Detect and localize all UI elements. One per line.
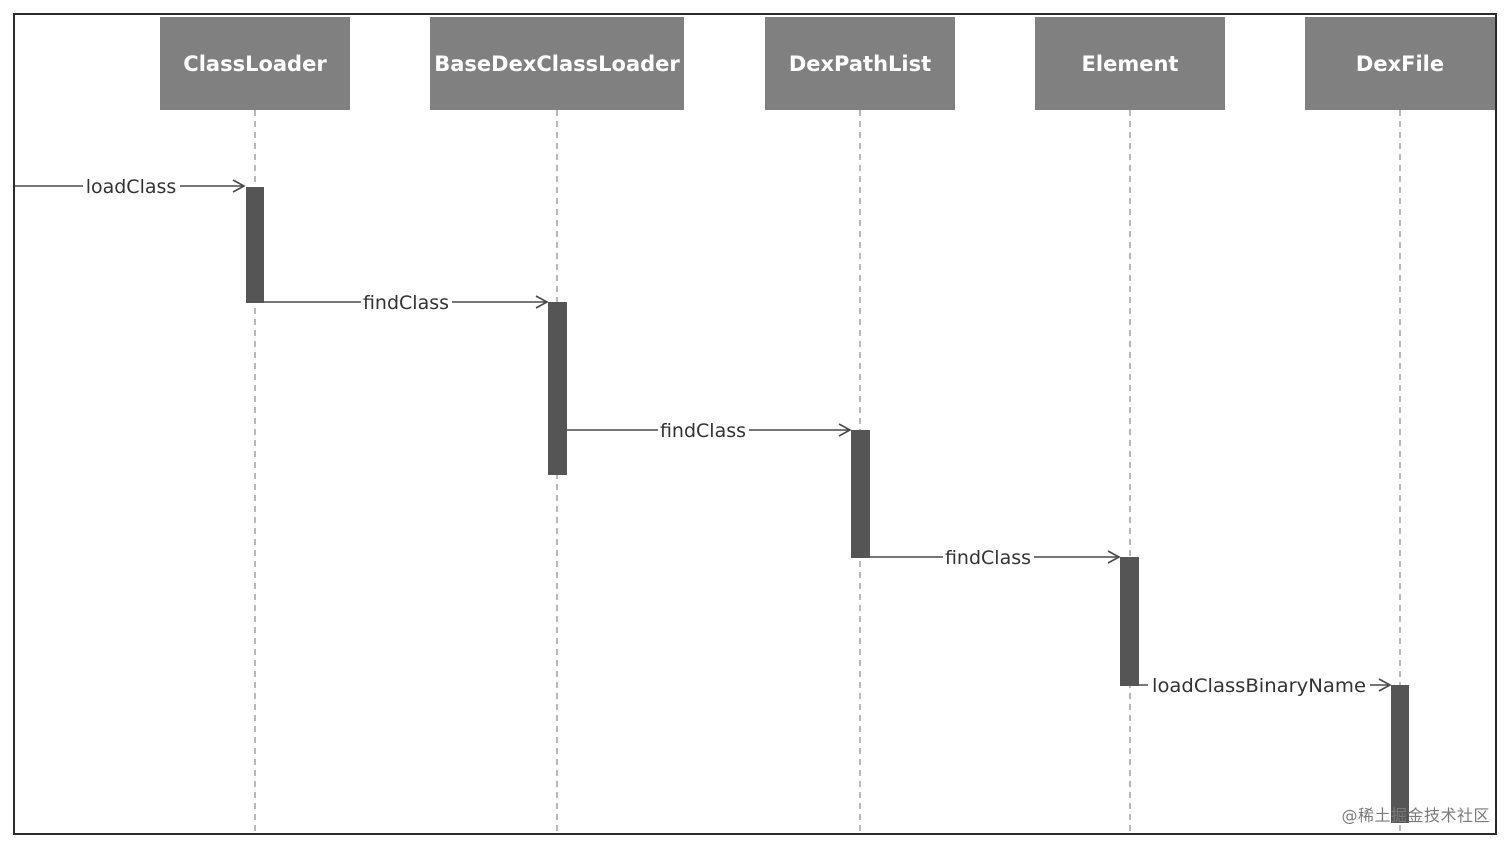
activation-bar-classloader [246, 187, 264, 303]
participant-label: Element [1082, 52, 1179, 76]
participant-dexpathlist: DexPathList [765, 17, 955, 110]
message-label-background [361, 290, 452, 314]
participant-element: Element [1035, 17, 1225, 110]
message-label: findClass [660, 420, 746, 442]
activation-bar-basedexclassloader [548, 302, 567, 475]
message-label: loadClassBinaryName [1152, 675, 1366, 697]
participant-box [160, 17, 350, 110]
message-loadclass: loadClass [15, 174, 246, 198]
message-label: findClass [363, 292, 449, 314]
activation-bar-dexfile [1391, 685, 1409, 823]
participant-label: BaseDexClassLoader [434, 52, 680, 76]
participant-label: DexFile [1356, 52, 1444, 76]
participant-classloader: ClassLoader [160, 17, 350, 110]
message-findclass-2: findClass [567, 418, 852, 442]
message-label-background [658, 418, 749, 442]
participant-box [430, 17, 684, 110]
activation-bar-element [1120, 557, 1139, 686]
activation-bar-dexpathlist [851, 430, 870, 558]
message-findclass-3: findClass [870, 545, 1121, 569]
message-label: findClass [945, 547, 1031, 569]
participant-box [765, 17, 955, 110]
participant-label: ClassLoader [183, 52, 327, 76]
message-label-background [1148, 673, 1370, 697]
participant-box [1305, 17, 1495, 110]
diagram-frame [13, 13, 1497, 835]
participant-label: DexPathList [789, 52, 931, 76]
message-findclass-1: findClass [264, 290, 549, 314]
participant-basedexclassloader: BaseDexClassLoader [430, 17, 684, 110]
watermark: @稀土掘金技术社区 [1341, 806, 1490, 825]
message-loadclassbinaryname: loadClassBinaryName [1139, 673, 1392, 697]
message-label-background [943, 545, 1034, 569]
message-label: loadClass [86, 176, 177, 198]
message-label-background [83, 174, 180, 198]
participant-dexfile: DexFile [1305, 17, 1495, 110]
participant-box [1035, 17, 1225, 110]
